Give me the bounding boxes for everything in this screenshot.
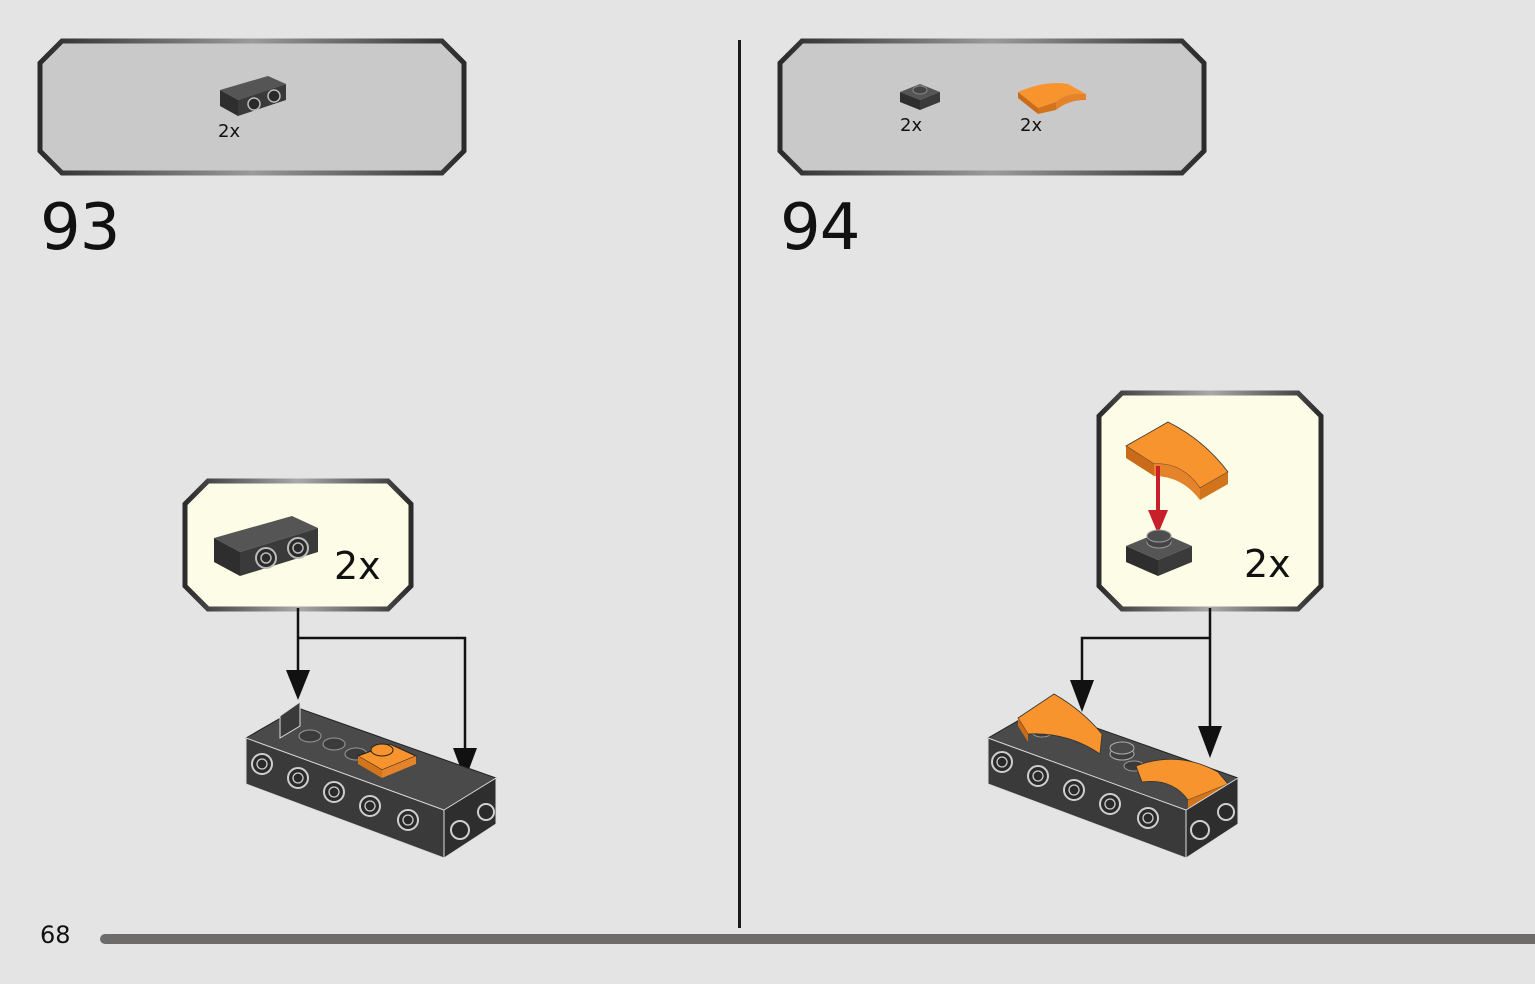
arrow-lines-step-94 [1070, 608, 1222, 758]
part-quantity: 2x [1020, 115, 1043, 136]
callout-quantity: 2x [334, 544, 381, 588]
bracket-plate-icon [220, 76, 286, 116]
progress-bar [100, 934, 1535, 944]
step-number: 93 [40, 191, 120, 265]
plate-1x1-icon [900, 84, 940, 110]
curved-slope-icon [1018, 83, 1086, 114]
part-quantity: 2x [900, 115, 923, 136]
bracket-plate-icon [214, 516, 318, 576]
step-number: 94 [780, 191, 860, 265]
page-divider [738, 40, 741, 928]
assembly-model-step-93 [244, 701, 498, 859]
plate-1x1-icon [1126, 529, 1192, 576]
curved-slope-icon [1125, 421, 1229, 500]
part-quantity: 2x [218, 121, 241, 142]
arrow-lines-step-93 [286, 608, 477, 780]
callout-quantity: 2x [1244, 542, 1291, 586]
assembly-model-step-94 [986, 693, 1240, 859]
page-number: 68 [40, 921, 71, 949]
red-down-arrow [1148, 466, 1168, 534]
parts-box-step-94 [777, 38, 1207, 176]
